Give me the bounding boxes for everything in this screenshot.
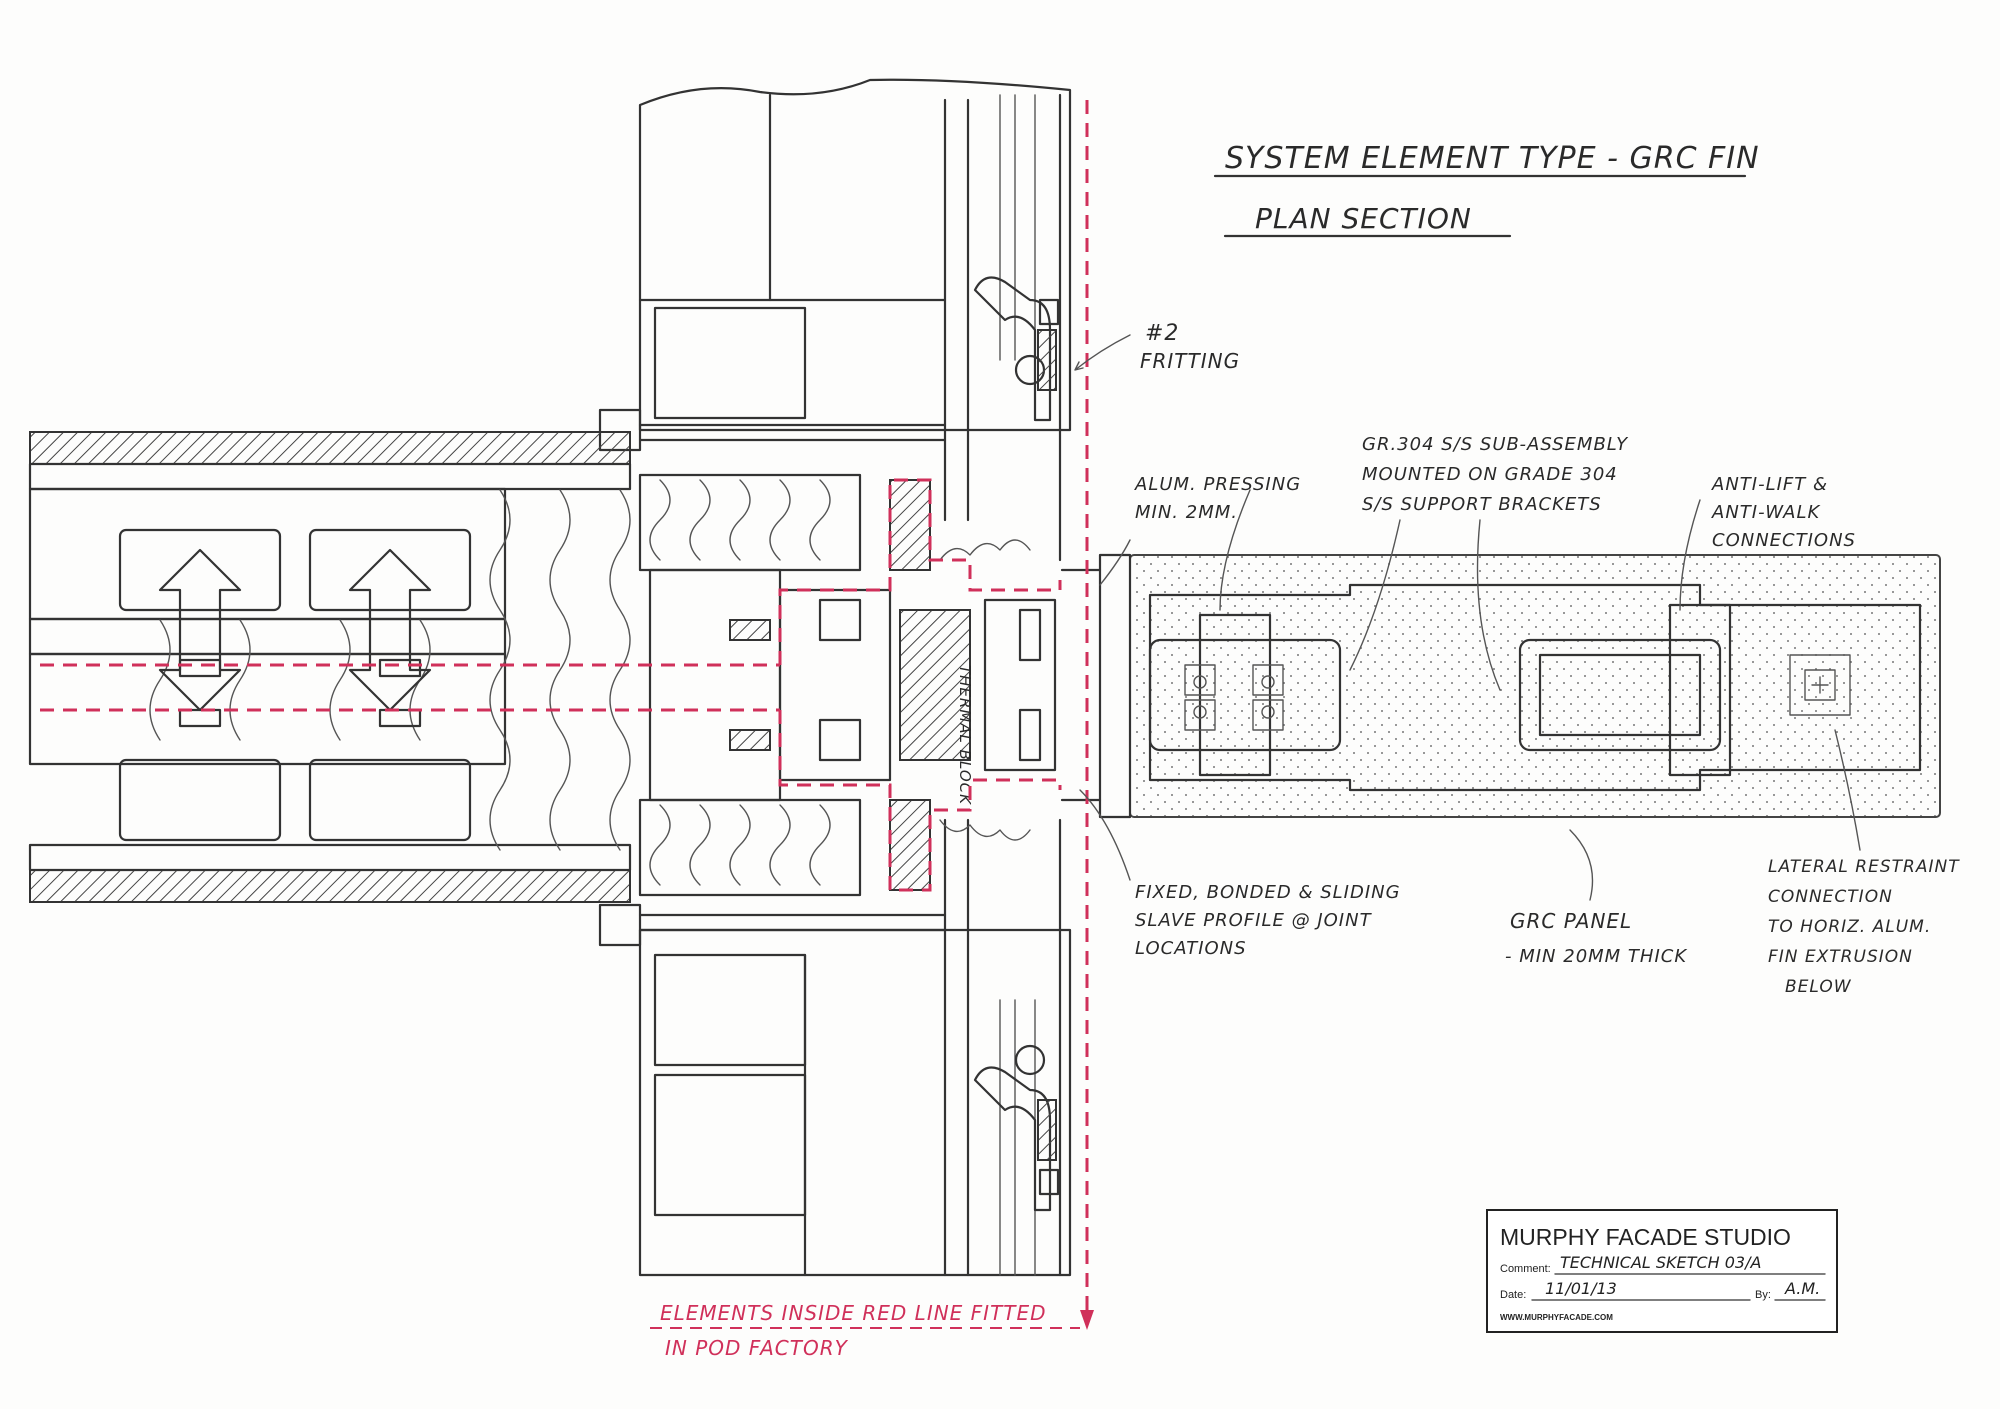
vertical-wall-bottom <box>598 818 1072 1277</box>
annotation-anti-lift: ANTI-LIFT & ANTI-WALK CONNECTIONS <box>1679 474 1856 611</box>
by-label: By: <box>1755 1289 1771 1301</box>
alum-pressing-line-1: ALUM. PRESSING <box>1134 474 1301 495</box>
sub-assembly-line-2: MOUNTED ON GRADE 304 <box>1362 464 1618 485</box>
pod-wall-left <box>28 431 862 903</box>
sub-assembly-line-3: S/S SUPPORT BRACKETS <box>1362 494 1602 515</box>
sub-assembly-line-1: GR.304 S/S SUB-ASSEMBLY <box>1362 434 1629 455</box>
annotation-slave-profile: FIXED, BONDED & SLIDING SLAVE PROFILE @ … <box>1079 789 1401 959</box>
by-value: A.M. <box>1784 1279 1820 1298</box>
central-junction: THERMAL BLOCK <box>648 479 1102 891</box>
red-note-line-2: IN POD FACTORY <box>665 1336 849 1360</box>
studio-website: WWW.MURPHYFACADE.COM <box>1500 1313 1613 1322</box>
anti-lift-line-1: ANTI-LIFT & <box>1711 474 1828 495</box>
studio-name: MURPHY FACADE STUDIO <box>1500 1224 1791 1250</box>
grc-panel-line-1: GRC PANEL <box>1510 909 1632 933</box>
annotation-grc-panel: GRC PANEL - MIN 20MM THICK <box>1505 829 1687 967</box>
slave-profile-line-1: FIXED, BONDED & SLIDING <box>1135 882 1401 903</box>
thermal-block-label: THERMAL BLOCK <box>956 665 974 805</box>
heading-title: SYSTEM ELEMENT TYPE - GRC FIN <box>1225 141 1760 176</box>
lateral-restraint-line-4: FIN EXTRUSION <box>1768 947 1913 967</box>
comment-label: Comment: <box>1500 1263 1551 1275</box>
annotation-lateral-restraint: LATERAL RESTRAINT CONNECTION TO HORIZ. A… <box>1768 729 1960 997</box>
drawing-heading: SYSTEM ELEMENT TYPE - GRC FIN PLAN SECTI… <box>1213 141 1760 238</box>
date-value: 11/01/13 <box>1545 1279 1617 1298</box>
annotation-alum-pressing: ALUM. PRESSING MIN. 2MM. <box>1099 474 1301 586</box>
fritting-line-2: FRITTING <box>1140 349 1240 373</box>
alum-pressing-line-2: MIN. 2MM. <box>1135 502 1238 523</box>
lateral-restraint-line-5: BELOW <box>1785 977 1852 997</box>
red-note-line-1: ELEMENTS INSIDE RED LINE FITTED <box>660 1301 1047 1325</box>
lateral-restraint-line-1: LATERAL RESTRAINT <box>1768 857 1960 877</box>
fritting-line-1: #2 <box>1145 321 1179 346</box>
annotation-red-note: ELEMENTS INSIDE RED LINE FITTED IN POD F… <box>650 1301 1080 1360</box>
title-block-frame <box>1486 1209 1838 1333</box>
lateral-restraint-line-3: TO HORIZ. ALUM. <box>1768 917 1931 937</box>
lateral-restraint-line-2: CONNECTION <box>1768 887 1893 907</box>
annotation-sub-assembly: GR.304 S/S SUB-ASSEMBLY MOUNTED ON GRADE… <box>1219 434 1629 691</box>
anti-lift-line-2: ANTI-WALK <box>1711 502 1821 523</box>
title-block: MURPHY FACADE STUDIO Comment: TECHNICAL … <box>1486 1209 1838 1333</box>
heading-subtitle: PLAN SECTION <box>1255 202 1472 235</box>
grc-panel-line-2: - MIN 20MM THICK <box>1505 946 1687 967</box>
vertical-wall-top <box>598 78 1072 562</box>
grc-fin <box>1098 553 1941 819</box>
pod-factory-red-line <box>40 100 1094 1330</box>
comment-value: TECHNICAL SKETCH 03/A <box>1560 1253 1761 1272</box>
date-label: Date: <box>1500 1289 1526 1301</box>
slave-profile-line-3: LOCATIONS <box>1135 938 1247 959</box>
slave-profile-line-2: SLAVE PROFILE @ JOINT <box>1135 910 1373 931</box>
annotation-fritting: #2 FRITTING <box>1074 321 1240 373</box>
anti-lift-line-3: CONNECTIONS <box>1712 530 1856 551</box>
